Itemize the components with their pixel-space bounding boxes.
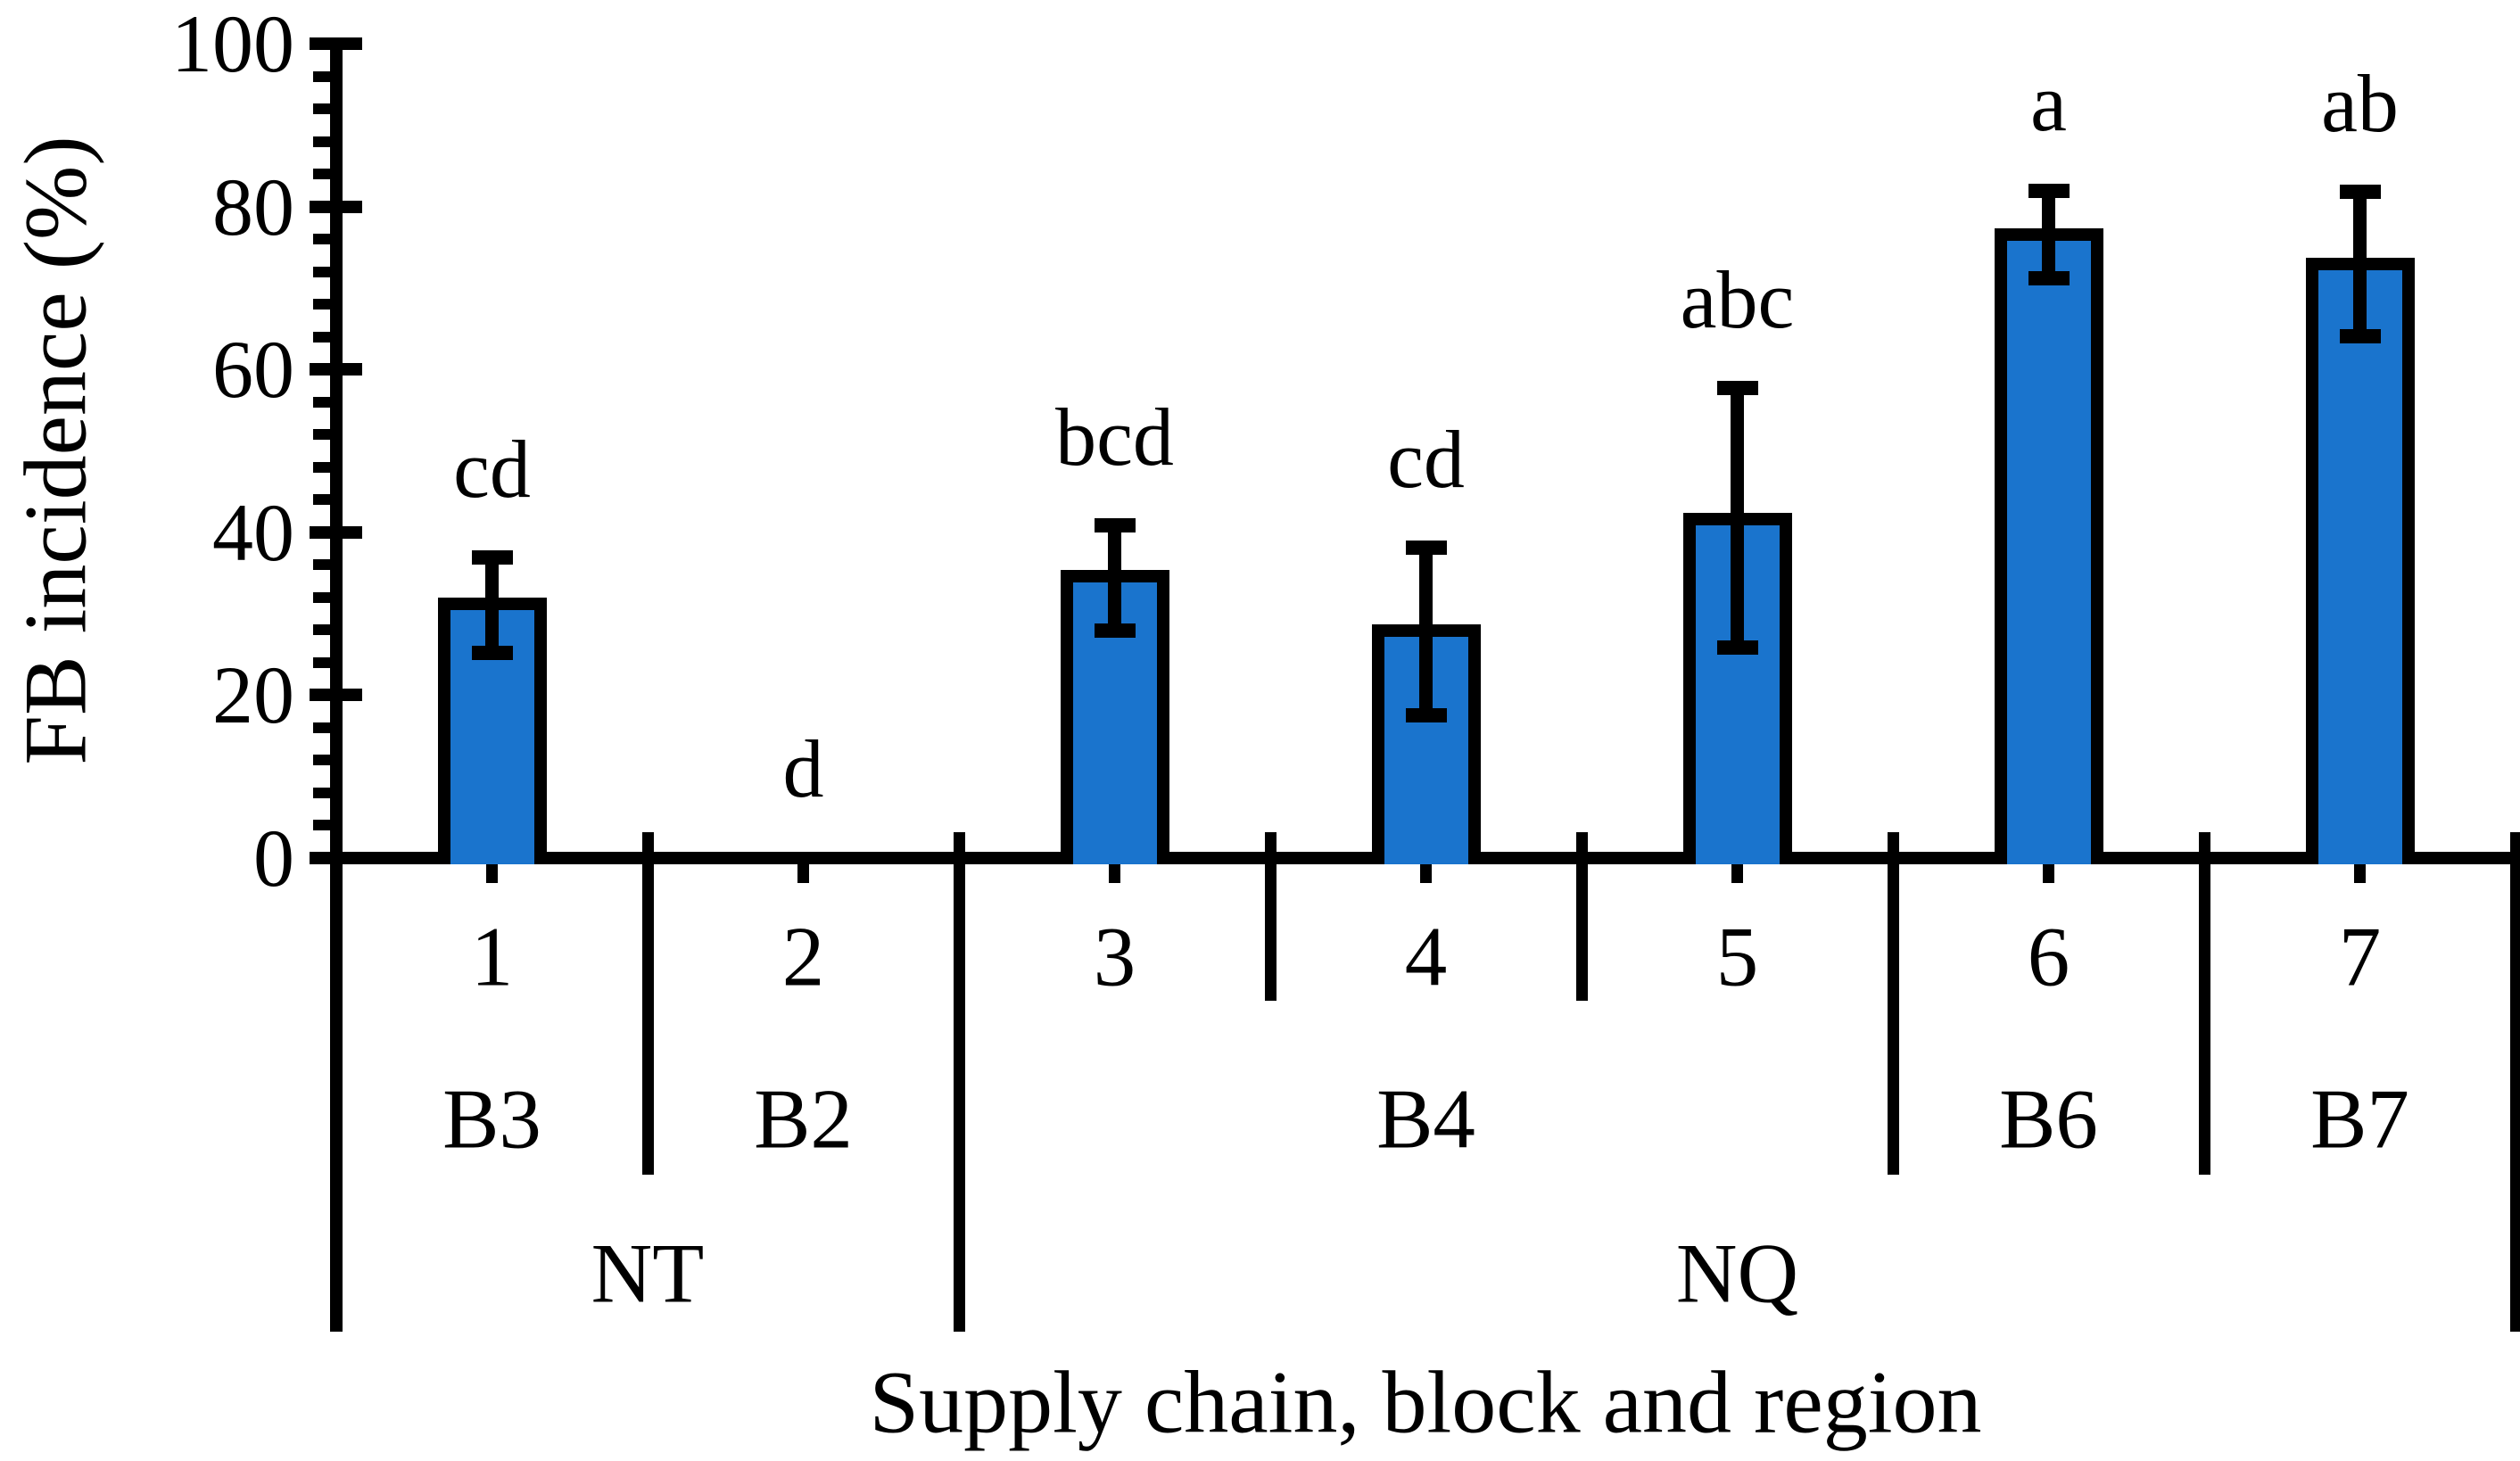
error-bar-cap-bottom: [2028, 270, 2070, 285]
x-bar-tick: [1420, 864, 1432, 883]
x-tick-label: 3: [1093, 909, 1136, 1004]
y-tick-label: 40: [212, 486, 294, 578]
y-major-tick: [310, 37, 362, 50]
error-bar-line: [1731, 388, 1744, 648]
y-minor-tick: [313, 429, 336, 441]
error-bar-cap-bottom: [1405, 708, 1447, 723]
y-minor-tick: [313, 755, 336, 766]
error-bar-line: [2353, 192, 2367, 336]
error-bar-cap-top: [2339, 185, 2381, 200]
error-bar-cap-bottom: [1716, 640, 1758, 656]
sig-letter: bcd: [1055, 392, 1174, 483]
sig-letter: d: [782, 723, 824, 814]
error-bar-line: [1108, 525, 1121, 631]
y-major-tick: [310, 200, 362, 213]
block-label: B6: [1999, 1071, 2098, 1167]
bar-separator: [1575, 832, 1588, 1001]
sig-letter: ab: [2321, 58, 2399, 150]
error-bar-cap-bottom: [2339, 328, 2381, 343]
x-bar-tick: [2354, 864, 2366, 883]
y-major-tick: [310, 689, 362, 702]
error-bar-cap-top: [1405, 541, 1447, 556]
error-bar-cap-bottom: [471, 645, 513, 660]
error-bar-cap-bottom: [1094, 623, 1136, 639]
y-tick-label: 20: [212, 649, 294, 741]
x-tick-label: 6: [2027, 909, 2070, 1004]
y-tick-label: 100: [171, 0, 294, 89]
block-separator: [1887, 832, 1899, 1175]
y-minor-tick: [313, 234, 336, 245]
bar: [1994, 227, 2103, 864]
y-minor-tick: [313, 559, 336, 571]
region-label: NT: [591, 1226, 705, 1321]
bar: [2305, 258, 2415, 864]
y-major-tick: [310, 525, 362, 539]
sig-letter: a: [2030, 57, 2067, 149]
error-bar-line: [1419, 548, 1433, 716]
error-bar-cap-top: [1094, 518, 1136, 533]
y-minor-tick: [313, 136, 336, 147]
error-bar-cap-top: [471, 550, 513, 565]
x-bar-tick: [797, 864, 809, 883]
bar-separator: [1264, 832, 1277, 1001]
y-axis-line: [330, 37, 343, 1332]
y-minor-tick: [313, 820, 336, 831]
y-minor-tick: [313, 461, 336, 473]
y-minor-tick: [313, 656, 336, 668]
y-minor-tick: [313, 494, 336, 506]
y-minor-tick: [313, 103, 336, 115]
y-minor-tick: [313, 70, 336, 82]
y-tick-label: 60: [212, 324, 294, 416]
block-label: B7: [2310, 1071, 2409, 1167]
x-axis-title: Supply chain, block and region: [869, 1352, 1982, 1452]
bar: [1682, 513, 1792, 864]
x-bar-tick: [1731, 864, 1743, 883]
x-tick-label: 5: [1715, 909, 1759, 1004]
error-bar-cap-top: [1716, 381, 1758, 396]
x-bar-tick: [1109, 864, 1120, 883]
region-separator: [953, 832, 965, 1332]
y-minor-tick: [313, 169, 336, 180]
y-minor-tick: [313, 396, 336, 408]
y-minor-tick: [313, 331, 336, 343]
y-minor-tick: [313, 299, 336, 310]
y-major-tick: [310, 363, 362, 376]
sig-letter: cd: [453, 424, 531, 516]
y-minor-tick: [313, 722, 336, 733]
error-bar-line: [485, 557, 499, 653]
x-tick-label: 1: [470, 909, 514, 1004]
x-bar-tick: [2043, 864, 2054, 883]
sig-letter: abc: [1680, 254, 1795, 346]
y-minor-tick: [313, 787, 336, 798]
block-label: B4: [1376, 1071, 1475, 1167]
block-label: B3: [442, 1071, 541, 1167]
y-major-tick: [310, 852, 362, 864]
error-bar-cap-top: [2028, 184, 2070, 199]
x-tick-label: 2: [781, 909, 825, 1004]
y-minor-tick: [313, 624, 336, 636]
block-separator: [2198, 832, 2210, 1175]
x-bar-tick: [486, 864, 498, 883]
x-tick-label: 7: [2338, 909, 2382, 1004]
region-separator-right-end: [2509, 832, 2520, 1332]
sig-letter: cd: [1387, 414, 1465, 506]
error-bar-line: [2042, 191, 2055, 278]
y-minor-tick: [313, 591, 336, 603]
y-tick-label: 0: [253, 813, 294, 904]
y-tick-label: 80: [212, 161, 294, 252]
x-tick-label: 4: [1404, 909, 1448, 1004]
region-label: NQ: [1675, 1226, 1799, 1321]
block-label: B2: [754, 1071, 853, 1167]
block-separator: [641, 832, 654, 1175]
y-minor-tick: [313, 266, 336, 277]
